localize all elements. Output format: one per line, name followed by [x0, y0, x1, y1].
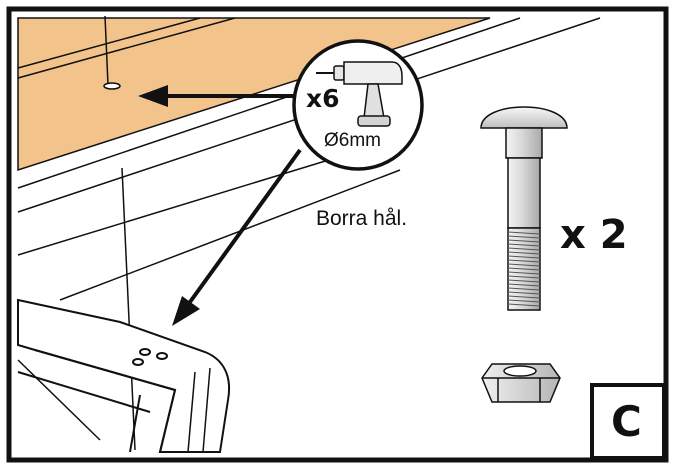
bolt-quantity-label: x 2	[560, 212, 628, 258]
chair-frame-piece	[17, 298, 230, 453]
hex-nut-icon	[481, 363, 561, 403]
drill-diameter-label: Ø6mm	[324, 130, 381, 151]
step-label-box	[590, 383, 666, 460]
drill-quantity-label: x6	[306, 84, 340, 113]
instruction-text: Borra hål.	[316, 207, 408, 230]
cordless-drill-icon	[316, 61, 403, 127]
drill-hole-mark	[103, 82, 121, 90]
page-border	[6, 6, 669, 463]
carriage-bolt-icon	[480, 106, 568, 311]
arrows	[138, 85, 302, 326]
step-label: C	[611, 397, 642, 446]
